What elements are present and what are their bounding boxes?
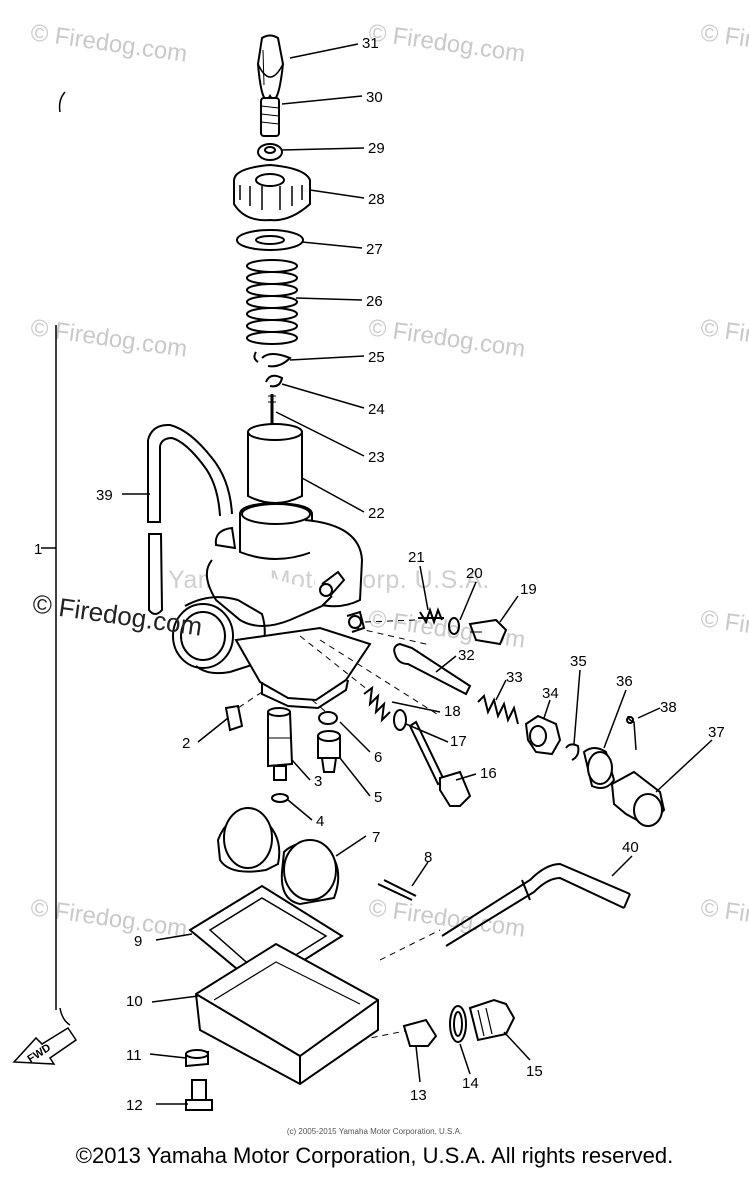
label-part-34: 34 — [542, 685, 559, 702]
label-part-3: 3 — [314, 773, 322, 790]
label-part-19: 19 — [520, 581, 537, 598]
label-part-13: 13 — [410, 1087, 427, 1104]
copyright-footer: ©2013 Yamaha Motor Corporation, U.S.A. A… — [75, 1143, 674, 1168]
label-part-20: 20 — [466, 565, 483, 582]
label-part-16: 16 — [480, 765, 497, 782]
label-part-14: 14 — [462, 1075, 479, 1092]
label-part-10: 10 — [126, 993, 143, 1010]
label-part-22: 22 — [368, 505, 385, 522]
label-part-12: 12 — [126, 1097, 143, 1114]
label-part-35: 35 — [570, 653, 587, 670]
label-part-27: 27 — [366, 241, 383, 258]
label-part-9: 9 — [134, 933, 142, 950]
label-part-24: 24 — [368, 401, 385, 418]
label-part-8: 8 — [424, 849, 432, 866]
label-part-17: 17 — [450, 733, 467, 750]
label-part-7: 7 — [372, 829, 380, 846]
label-part-32: 32 — [458, 647, 475, 664]
small-copyright: (c) 2005-2015 Yamaha Motor Corporation, … — [286, 1127, 463, 1136]
label-part-28: 28 — [368, 191, 385, 208]
label-part-37: 37 — [708, 724, 725, 741]
label-part-36: 36 — [616, 673, 633, 690]
label-part-23: 23 — [368, 449, 385, 466]
label-part-5: 5 — [374, 789, 382, 806]
label-part-29: 29 — [368, 140, 385, 157]
label-part-18: 18 — [444, 703, 461, 720]
label-part-21: 21 — [408, 549, 425, 566]
label-part-4: 4 — [316, 813, 324, 830]
label-part-6: 6 — [374, 749, 382, 766]
label-part-40: 40 — [622, 839, 639, 856]
label-part-25: 25 — [368, 349, 385, 366]
label-part-38: 38 — [660, 699, 677, 716]
label-part-33: 33 — [506, 669, 523, 686]
label-part-31: 31 — [362, 35, 379, 52]
label-part-1: 1 — [34, 541, 42, 558]
label-part-30: 30 — [366, 89, 383, 106]
label-part-2: 2 — [182, 735, 190, 752]
label-part-39: 39 — [96, 487, 113, 504]
label-part-11: 11 — [126, 1047, 142, 1064]
label-part-26: 26 — [366, 293, 383, 310]
label-part-15: 15 — [526, 1063, 543, 1080]
